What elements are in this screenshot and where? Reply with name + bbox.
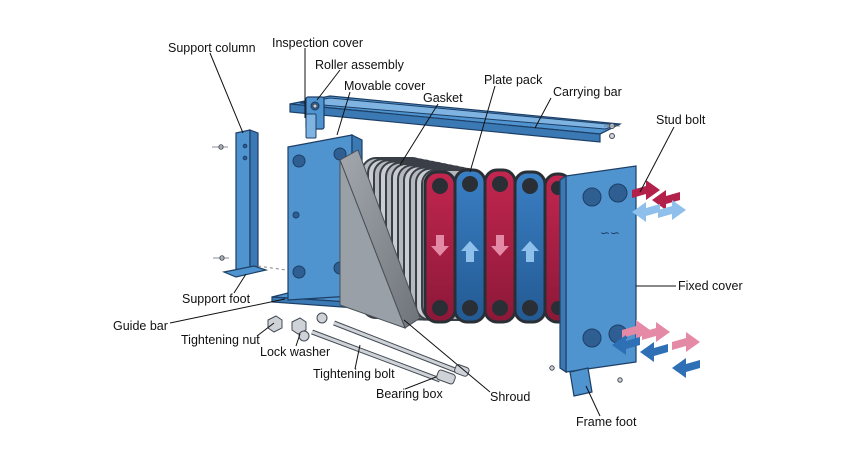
hot-bottom-arrow-2 <box>672 332 700 352</box>
label-frame-foot: Frame foot <box>576 415 637 429</box>
cold-bottom-arrow-2 <box>672 358 700 378</box>
label-support-foot: Support foot <box>182 292 251 306</box>
label-bearing-box: Bearing box <box>376 387 443 401</box>
support-foot <box>221 265 269 278</box>
label-carrying-bar: Carrying bar <box>553 85 622 99</box>
label-guide-bar: Guide bar <box>113 319 168 333</box>
bearing-box <box>436 364 470 385</box>
cold-bottom-arrow <box>612 335 640 355</box>
hot-out-arrow <box>632 180 660 200</box>
fixed-cover: ∽∽ <box>549 165 637 397</box>
hot-flow-down-arrow <box>431 235 449 256</box>
cold-bottom-arrow-3 <box>640 342 668 362</box>
support-column <box>212 129 287 278</box>
lock-washers <box>298 312 328 342</box>
frame-foot <box>569 367 593 397</box>
label-movable-cover: Movable cover <box>344 79 425 93</box>
hot-bottom-arrow-3 <box>642 322 670 342</box>
label-support-column: Support column <box>168 41 256 55</box>
cold-in-arrow <box>632 202 660 222</box>
tightening-bolts <box>311 320 461 383</box>
label-fixed-cover: Fixed cover <box>678 279 743 293</box>
label-inspection-cover: Inspection cover <box>272 36 363 50</box>
label-tightening-bolt: Tightening bolt <box>313 367 395 381</box>
label-lock-washer: Lock washer <box>260 345 330 359</box>
cold-flow-up-arrow <box>521 241 539 262</box>
logo-mark: ∽∽ <box>600 226 620 240</box>
cold-out-arrow <box>658 200 686 220</box>
label-tightening-nut: Tightening nut <box>181 333 260 347</box>
label-stud-bolt: Stud bolt <box>656 113 706 127</box>
label-roller-assembly: Roller assembly <box>315 58 405 72</box>
label-plate-pack: Plate pack <box>484 73 543 87</box>
label-shroud: Shroud <box>490 390 530 404</box>
leader-lines <box>169 48 676 417</box>
hot-flow-down-arrow <box>491 235 509 256</box>
tightening-nuts <box>267 315 307 335</box>
shroud <box>339 149 421 329</box>
nozzle-flow-arrows <box>612 180 700 378</box>
inspection-cover <box>305 113 317 139</box>
labels: Support column Inspection cover Roller a… <box>113 36 743 429</box>
cold-flow-up-arrow <box>461 241 479 262</box>
label-gasket: Gasket <box>423 91 463 105</box>
